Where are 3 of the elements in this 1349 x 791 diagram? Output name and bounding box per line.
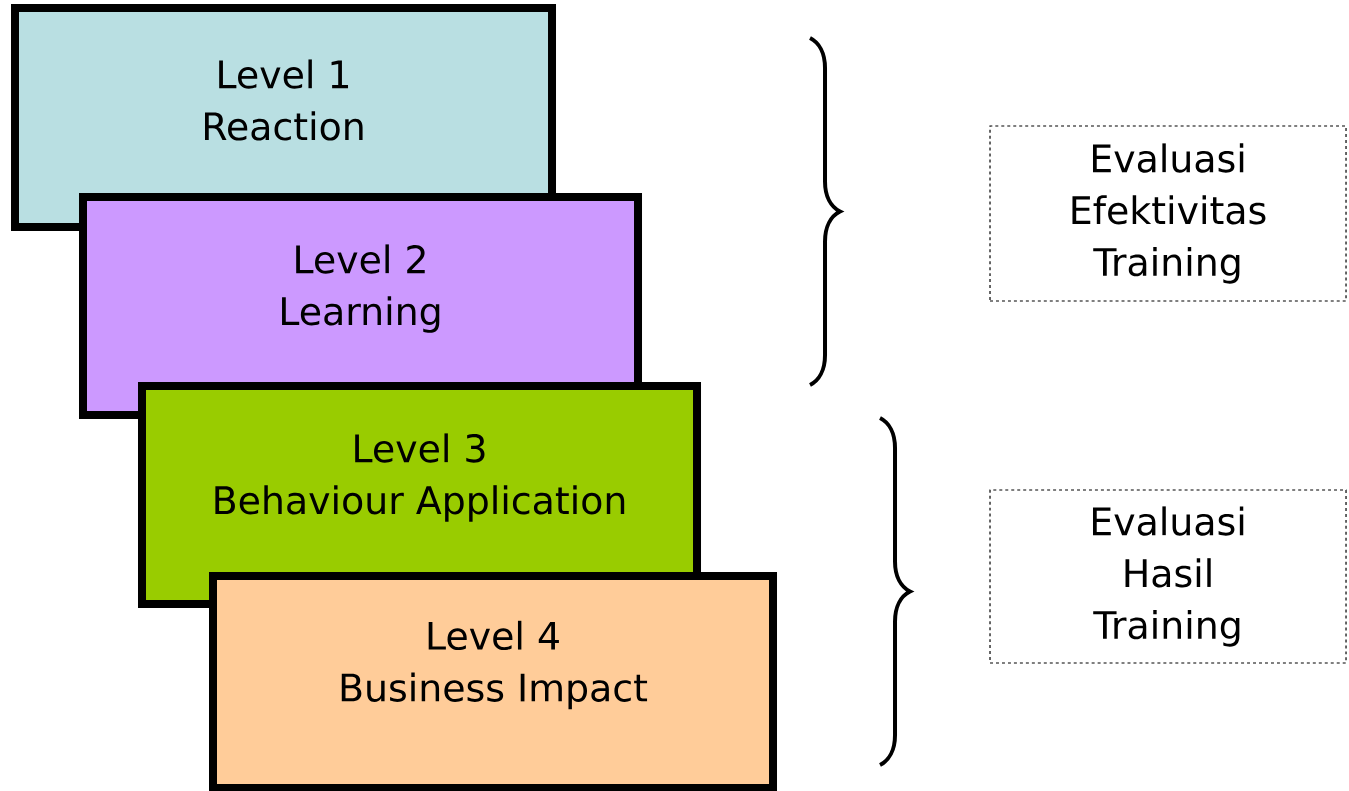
level-box: Level 4 Business Impact [209,572,777,791]
evaluation-box: Evaluasi Hasil Training [989,489,1347,664]
evaluation-box: Evaluasi Efektivitas Training [989,125,1347,302]
